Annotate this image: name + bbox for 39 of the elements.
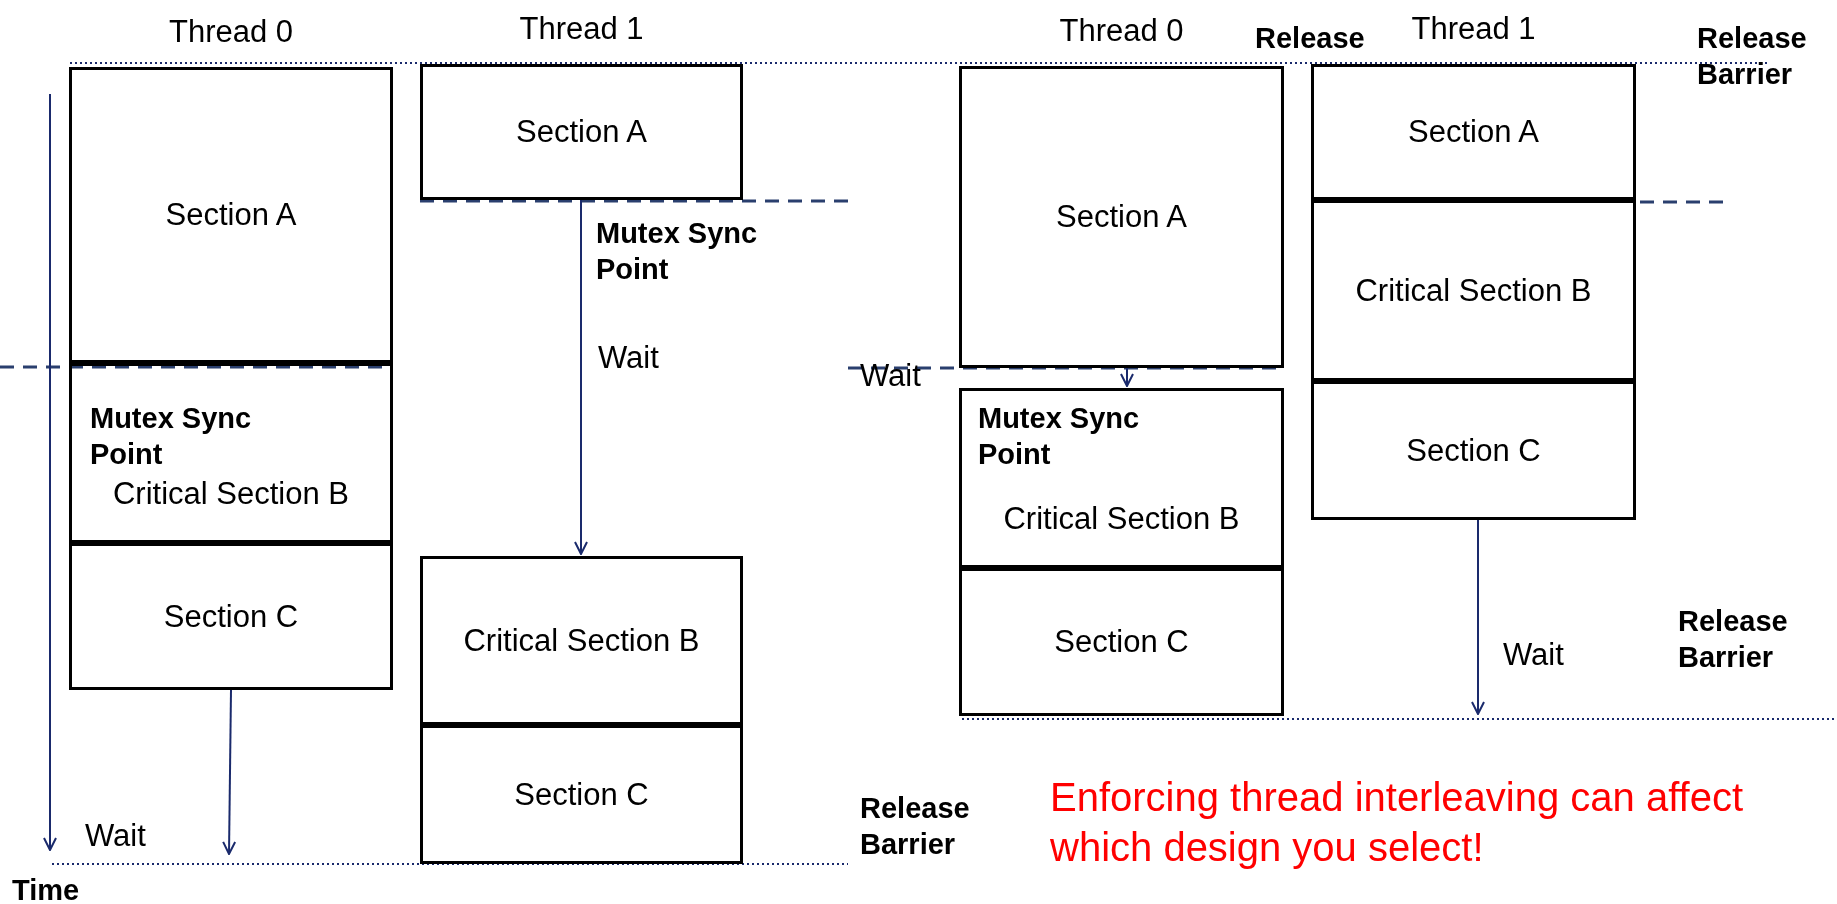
section-box bbox=[959, 568, 1284, 716]
section-box bbox=[1311, 381, 1636, 520]
annotation-label: Mutex Sync Point bbox=[978, 401, 1141, 473]
section-box bbox=[420, 556, 743, 725]
thread-heading: Thread 0 bbox=[167, 14, 295, 50]
section-label: Critical Section B bbox=[1003, 501, 1240, 537]
wait-arrow bbox=[574, 199, 588, 555]
section-label: Section A bbox=[165, 197, 297, 233]
section-label: Section C bbox=[163, 598, 299, 635]
edge-label: Wait bbox=[598, 340, 659, 376]
section-box bbox=[69, 363, 393, 543]
section-label: Critical Section B bbox=[463, 622, 700, 659]
annotation-label: Mutex Sync Point bbox=[596, 216, 759, 288]
annotation-label: Release Barrier bbox=[1697, 21, 1808, 93]
section-label: Section C bbox=[1406, 432, 1541, 469]
wait-arrow bbox=[222, 689, 237, 855]
section-label: Critical Section B bbox=[1355, 272, 1592, 309]
wait-arrow bbox=[1120, 367, 1134, 387]
note-text: Enforcing thread interleaving can affect which design you select! bbox=[1050, 774, 1745, 871]
section-label: Section C bbox=[1054, 624, 1189, 660]
edge-label: Wait bbox=[85, 818, 146, 854]
section-label: Section A bbox=[1056, 199, 1187, 235]
section-box bbox=[420, 725, 743, 864]
section-label: Section A bbox=[516, 114, 647, 150]
section-label: Section C bbox=[514, 776, 649, 813]
edge-label: Wait bbox=[1503, 637, 1564, 673]
thread-heading: Thread 1 bbox=[518, 11, 645, 47]
annotation-label: Time bbox=[12, 873, 81, 904]
annotation-label: Release bbox=[1255, 21, 1366, 56]
section-box bbox=[1311, 200, 1636, 381]
annotation-label: Release Barrier bbox=[1678, 604, 1789, 676]
section-label: Critical Section B bbox=[113, 476, 349, 512]
section-box bbox=[69, 543, 393, 690]
thread-heading: Wait bbox=[860, 357, 922, 395]
section-box bbox=[959, 388, 1284, 568]
annotation-label: Release Barrier bbox=[860, 791, 971, 863]
annotation-label: Mutex Sync Point bbox=[90, 401, 253, 473]
wait-arrow bbox=[1471, 519, 1485, 715]
section-label: Section A bbox=[1408, 114, 1539, 150]
